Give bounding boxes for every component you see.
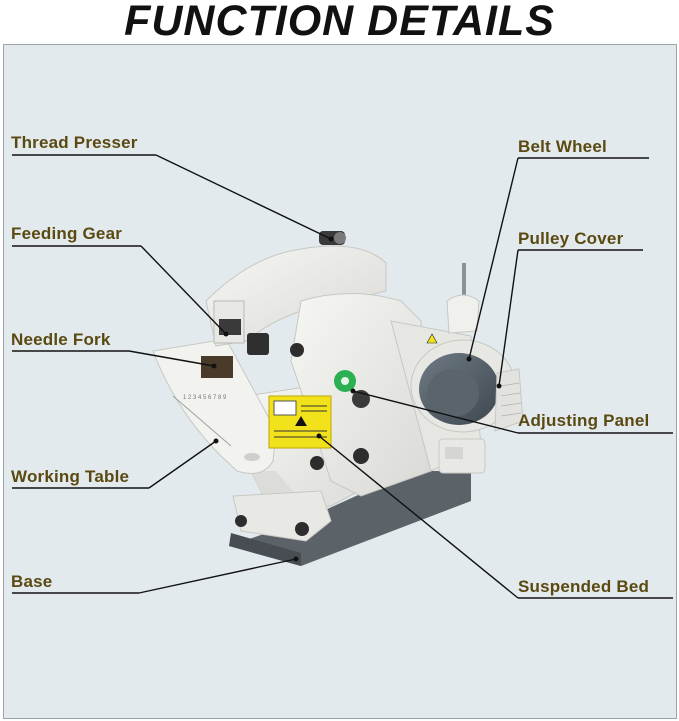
callout-dot-thread-presser <box>328 236 334 242</box>
pulley-cover <box>494 368 524 432</box>
warning-label <box>268 395 332 449</box>
callout-dot-working-table <box>213 438 219 444</box>
callout-dot-base <box>293 556 299 562</box>
belt-wheel <box>410 339 516 433</box>
working-table: 1 2 3 4 5 6 7 8 9 <box>152 338 277 474</box>
motor-housing <box>438 438 486 474</box>
callout-line-base-pointer <box>138 558 297 594</box>
callout-dot-belt-wheel <box>466 356 472 362</box>
callout-line-pulley-cover-pointer <box>498 249 519 387</box>
callout-line-needle-fork-pointer <box>128 350 215 367</box>
label-thread-presser: Thread Presser <box>11 133 138 152</box>
svg-text:1 2 3 4 5 6 7 8 9: 1 2 3 4 5 6 7 8 9 <box>183 395 227 401</box>
label-adjusting-panel: Adjusting Panel <box>518 411 650 430</box>
base-plate <box>229 471 471 566</box>
callout-dot-pulley-cover <box>496 383 502 389</box>
callout-dot-needle-fork <box>211 363 217 369</box>
callout-line-thread-presser-pointer <box>155 154 332 240</box>
callout-dots <box>211 236 502 562</box>
label-pulley-cover: Pulley Cover <box>518 229 624 248</box>
page-title: FUNCTION DETAILS <box>124 0 555 45</box>
callout-line-feeding-gear-pointer <box>140 245 227 335</box>
caution-triangle-icon <box>426 333 438 344</box>
spool-pin <box>446 263 480 334</box>
label-suspended-bed: Suspended Bed <box>518 577 650 596</box>
callout-dot-suspended-bed <box>316 433 322 439</box>
label-feeding-gear: Feeding Gear <box>11 224 123 243</box>
label-base: Base <box>11 572 53 591</box>
callout-line-suspended-bed-pointer <box>318 435 519 599</box>
adjusting-panel <box>334 370 370 408</box>
needle-area <box>201 319 369 536</box>
diagram-panel: 1 2 3 4 5 6 7 8 9 <box>3 44 677 719</box>
callout-line-belt-wheel-pointer <box>468 157 519 360</box>
callout-dot-adjusting-panel <box>350 388 356 394</box>
callout-line-working-table-pointer <box>148 440 217 489</box>
label-working-table: Working Table <box>11 467 130 486</box>
callout-dot-feeding-gear <box>223 331 229 337</box>
callout-lines <box>12 154 673 599</box>
callout-line-adjusting-panel-pointer <box>352 390 519 434</box>
machine-diagram: 1 2 3 4 5 6 7 8 9 <box>12 154 673 599</box>
label-needle-fork: Needle Fork <box>11 330 111 349</box>
label-belt-wheel: Belt Wheel <box>518 137 607 156</box>
